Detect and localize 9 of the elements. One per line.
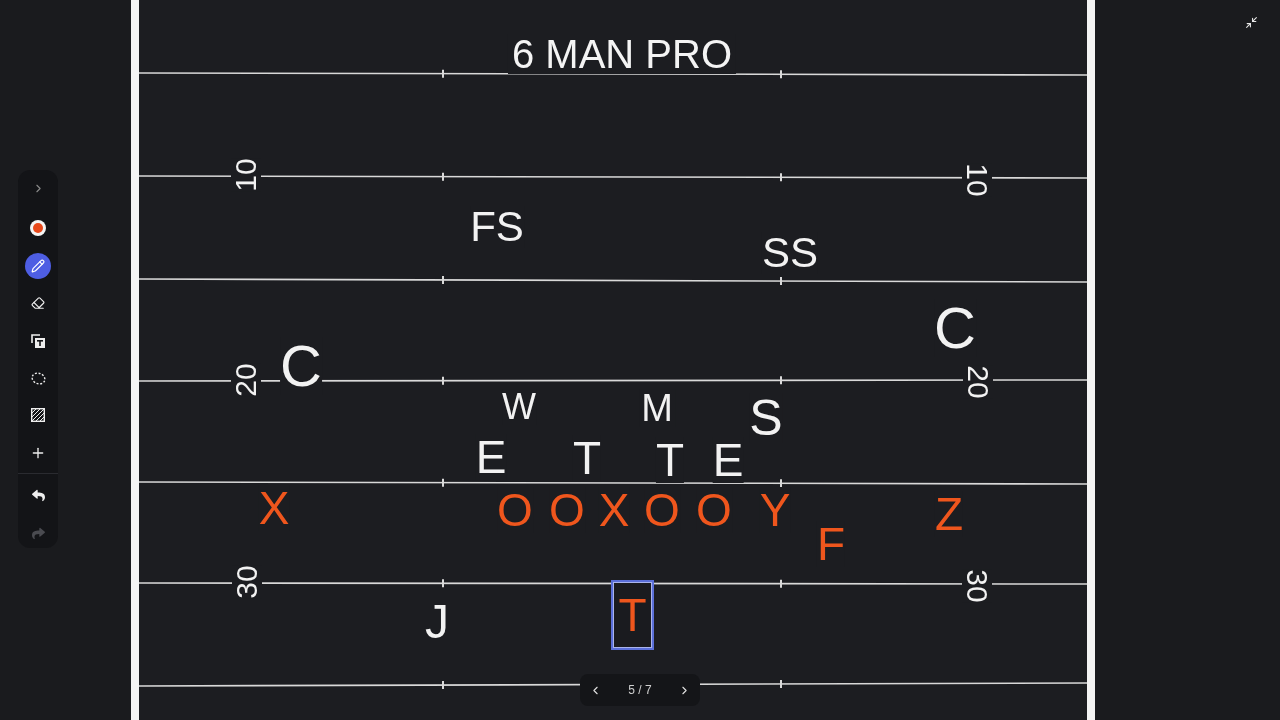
page-indicator: 5 / 7 <box>628 684 652 696</box>
yard-number: 30 <box>232 565 262 599</box>
yard-number: 10 <box>231 158 261 192</box>
selection-frame <box>611 580 654 650</box>
yard-number: 20 <box>963 365 993 399</box>
yard-number: 20 <box>231 363 261 397</box>
position-letter: T <box>618 592 647 638</box>
yard-number: 30 <box>962 569 992 603</box>
yard-number: 10 <box>962 163 992 197</box>
